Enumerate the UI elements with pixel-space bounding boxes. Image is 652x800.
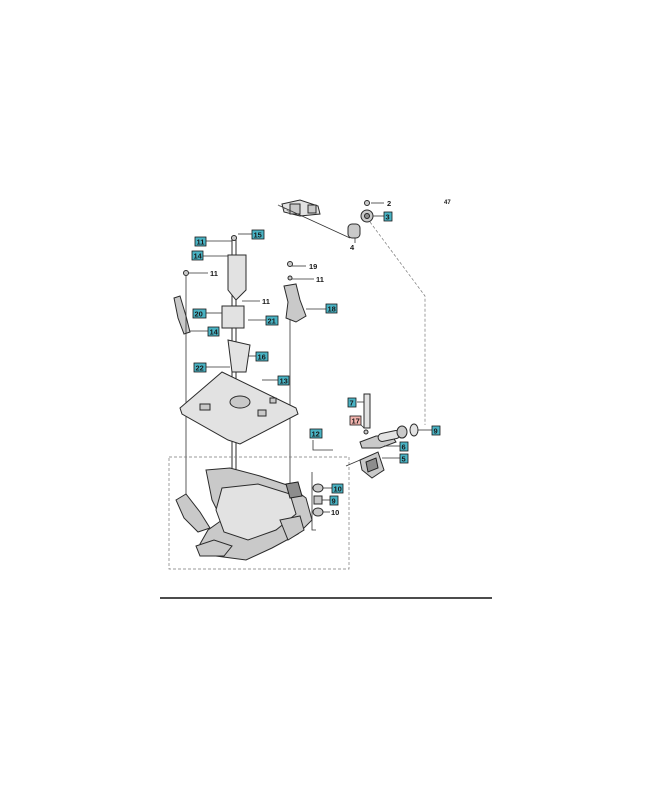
svg-text:17: 17	[352, 417, 360, 426]
svg-text:11: 11	[210, 269, 218, 278]
svg-text:13: 13	[280, 377, 288, 386]
svg-text:10: 10	[334, 485, 342, 494]
svg-text:47: 47	[444, 200, 451, 206]
label-7: 7	[347, 397, 357, 408]
label-15: 15	[251, 229, 265, 240]
label-22: 22	[193, 362, 207, 373]
label-11-mid: 11	[262, 297, 270, 306]
label-12: 12	[309, 428, 323, 439]
label-11-right: 11	[316, 275, 324, 284]
label-3: 3	[383, 211, 393, 222]
label-14-left: 14	[207, 326, 220, 337]
label-9-right: 9	[431, 425, 441, 436]
svg-text:11: 11	[262, 297, 270, 306]
svg-text:16: 16	[258, 353, 266, 362]
label-6: 6	[399, 441, 409, 452]
bracket-16	[227, 339, 251, 373]
label-10-upper: 10	[331, 483, 344, 494]
svg-text:18: 18	[328, 305, 336, 314]
label-20: 20	[192, 308, 207, 319]
main-frame	[175, 467, 313, 561]
label-11-top: 11	[194, 236, 207, 247]
svg-text:19: 19	[309, 262, 317, 271]
svg-text:15: 15	[254, 231, 262, 240]
svg-text:4: 4	[350, 243, 355, 252]
svg-text:14: 14	[210, 328, 219, 337]
left-lever	[173, 295, 191, 335]
label-47: 47	[444, 200, 451, 206]
svg-text:11: 11	[197, 238, 205, 247]
label-19: 19	[309, 262, 317, 271]
label-4: 4	[350, 243, 355, 252]
svg-text:11: 11	[316, 275, 324, 284]
svg-text:20: 20	[195, 310, 203, 319]
label-11-left: 11	[210, 269, 218, 278]
svg-text:21: 21	[268, 317, 276, 326]
bracket-18	[283, 283, 307, 323]
label-10-lower: 10	[331, 508, 339, 517]
bracket-14	[227, 254, 247, 301]
svg-text:22: 22	[196, 364, 204, 373]
upper-assembly-fragment	[277, 199, 384, 243]
frame-group-box	[168, 456, 350, 570]
label-14-top: 14	[191, 250, 204, 261]
label-16: 16	[255, 351, 269, 362]
svg-text:6: 6	[402, 443, 406, 452]
label-2: 2	[387, 199, 391, 208]
bracket-20	[221, 305, 245, 329]
label-17: 17	[349, 415, 362, 426]
svg-text:9: 9	[434, 427, 438, 436]
label-5: 5	[399, 453, 409, 464]
svg-text:9: 9	[332, 497, 336, 506]
svg-text:2: 2	[387, 199, 391, 208]
label-9-lower: 9	[329, 495, 339, 506]
right-bushings	[311, 472, 324, 531]
svg-text:10: 10	[331, 508, 339, 517]
label-13: 13	[277, 375, 290, 386]
svg-text:5: 5	[402, 455, 406, 464]
rod-assembly	[345, 393, 419, 479]
svg-text:14: 14	[194, 252, 203, 261]
svg-text:3: 3	[386, 213, 390, 222]
label-21: 21	[265, 315, 279, 326]
label-18: 18	[325, 303, 338, 314]
svg-text:7: 7	[350, 399, 354, 408]
svg-text:12: 12	[312, 430, 320, 439]
